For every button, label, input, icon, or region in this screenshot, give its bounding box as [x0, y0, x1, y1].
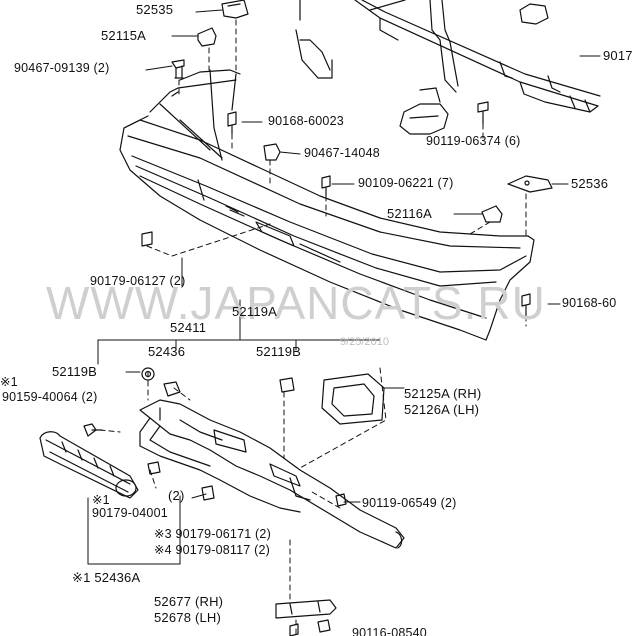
label-90168-60: 90168-60 — [562, 296, 617, 310]
clip-90467-14048 — [263, 143, 281, 161]
label-90168-60023: 90168-60023 — [268, 114, 344, 128]
retainer-52115a — [197, 27, 217, 47]
label-52411: 52411 — [170, 320, 207, 335]
label-leaders — [87, 9, 601, 565]
label-9017x: 9017 — [603, 48, 633, 63]
absorber-52411 — [139, 399, 405, 549]
screw-90168-60023 — [227, 111, 237, 135]
label-star1: ※1 — [0, 375, 18, 389]
lamp-52125a — [321, 373, 385, 425]
label-52536: 52536 — [571, 176, 609, 191]
nut-52119b — [279, 377, 295, 393]
label-52125a: 52125A (RH) — [404, 386, 482, 401]
bolt-90116-08540 — [289, 619, 331, 636]
bumper-cover — [119, 69, 535, 341]
label-90467-14048: 90467-14048 — [304, 146, 380, 160]
label-52436: 52436 — [148, 344, 186, 359]
clip-90467-09139 — [171, 59, 185, 79]
label-52126a: 52126A (LH) — [404, 402, 480, 417]
screw-90109-06221 — [321, 175, 331, 197]
clip-52535 — [221, 0, 249, 19]
part-52436a — [39, 431, 139, 499]
label-52535: 52535 — [136, 2, 174, 17]
label-52436a: ※1 52436A — [72, 570, 141, 585]
label-90119-06549: 90119-06549 (2) — [362, 496, 457, 510]
label-90179-06171: ※3 90179-06171 (2) — [154, 527, 271, 541]
label-90179-06127: 90179-06127 (2) — [90, 274, 186, 288]
label-52119a: 52119A — [232, 304, 278, 319]
label-90179-04001: 90179-04001 — [92, 506, 168, 520]
label-90179-08117: ※4 90179-08117 (2) — [154, 543, 271, 557]
bumper-reinforcement — [295, 0, 601, 135]
label-90119-06374: 90119-06374 (6) — [426, 134, 521, 148]
label-52116a: 52116A — [387, 206, 433, 221]
label-52677: 52677 (RH) — [154, 594, 224, 609]
label-52115a: 52115A — [101, 28, 147, 43]
retainer-52116a — [481, 205, 503, 223]
nut-90179-06171 — [201, 485, 215, 501]
nut-90179-06127 — [141, 231, 153, 247]
dashed-leaders — [99, 19, 527, 636]
label-52119b-left: 52119B — [52, 364, 98, 379]
label-two: (2) — [168, 488, 185, 503]
bolt-90119-06549 — [335, 493, 347, 507]
label-star1b: ※1 — [92, 493, 110, 507]
bolt-52436 — [141, 367, 155, 381]
bracket-52677 — [275, 599, 337, 619]
label-52119b-right: 52119B — [256, 344, 302, 359]
label-90159-40064: 90159-40064 (2) — [2, 390, 98, 404]
clip-90179-04001 — [147, 461, 161, 475]
screw-90168-60 — [521, 293, 531, 317]
label-90116-08540: 90116-08540 — [352, 626, 427, 636]
screw-90159-40064 — [83, 423, 103, 437]
retainer-52536 — [507, 175, 553, 193]
bracket-small — [163, 381, 181, 397]
watermark-text: WWW.JAPANCATS.RU — [46, 277, 546, 329]
bolt-90119-06374 — [477, 101, 489, 125]
watermark-date: 9/25/2010 — [340, 336, 389, 348]
label-52678: 52678 (LH) — [154, 610, 222, 625]
label-90109-06221: 90109-06221 (7) — [358, 176, 454, 190]
label-90467-09139: 90467-09139 (2) — [14, 61, 110, 75]
